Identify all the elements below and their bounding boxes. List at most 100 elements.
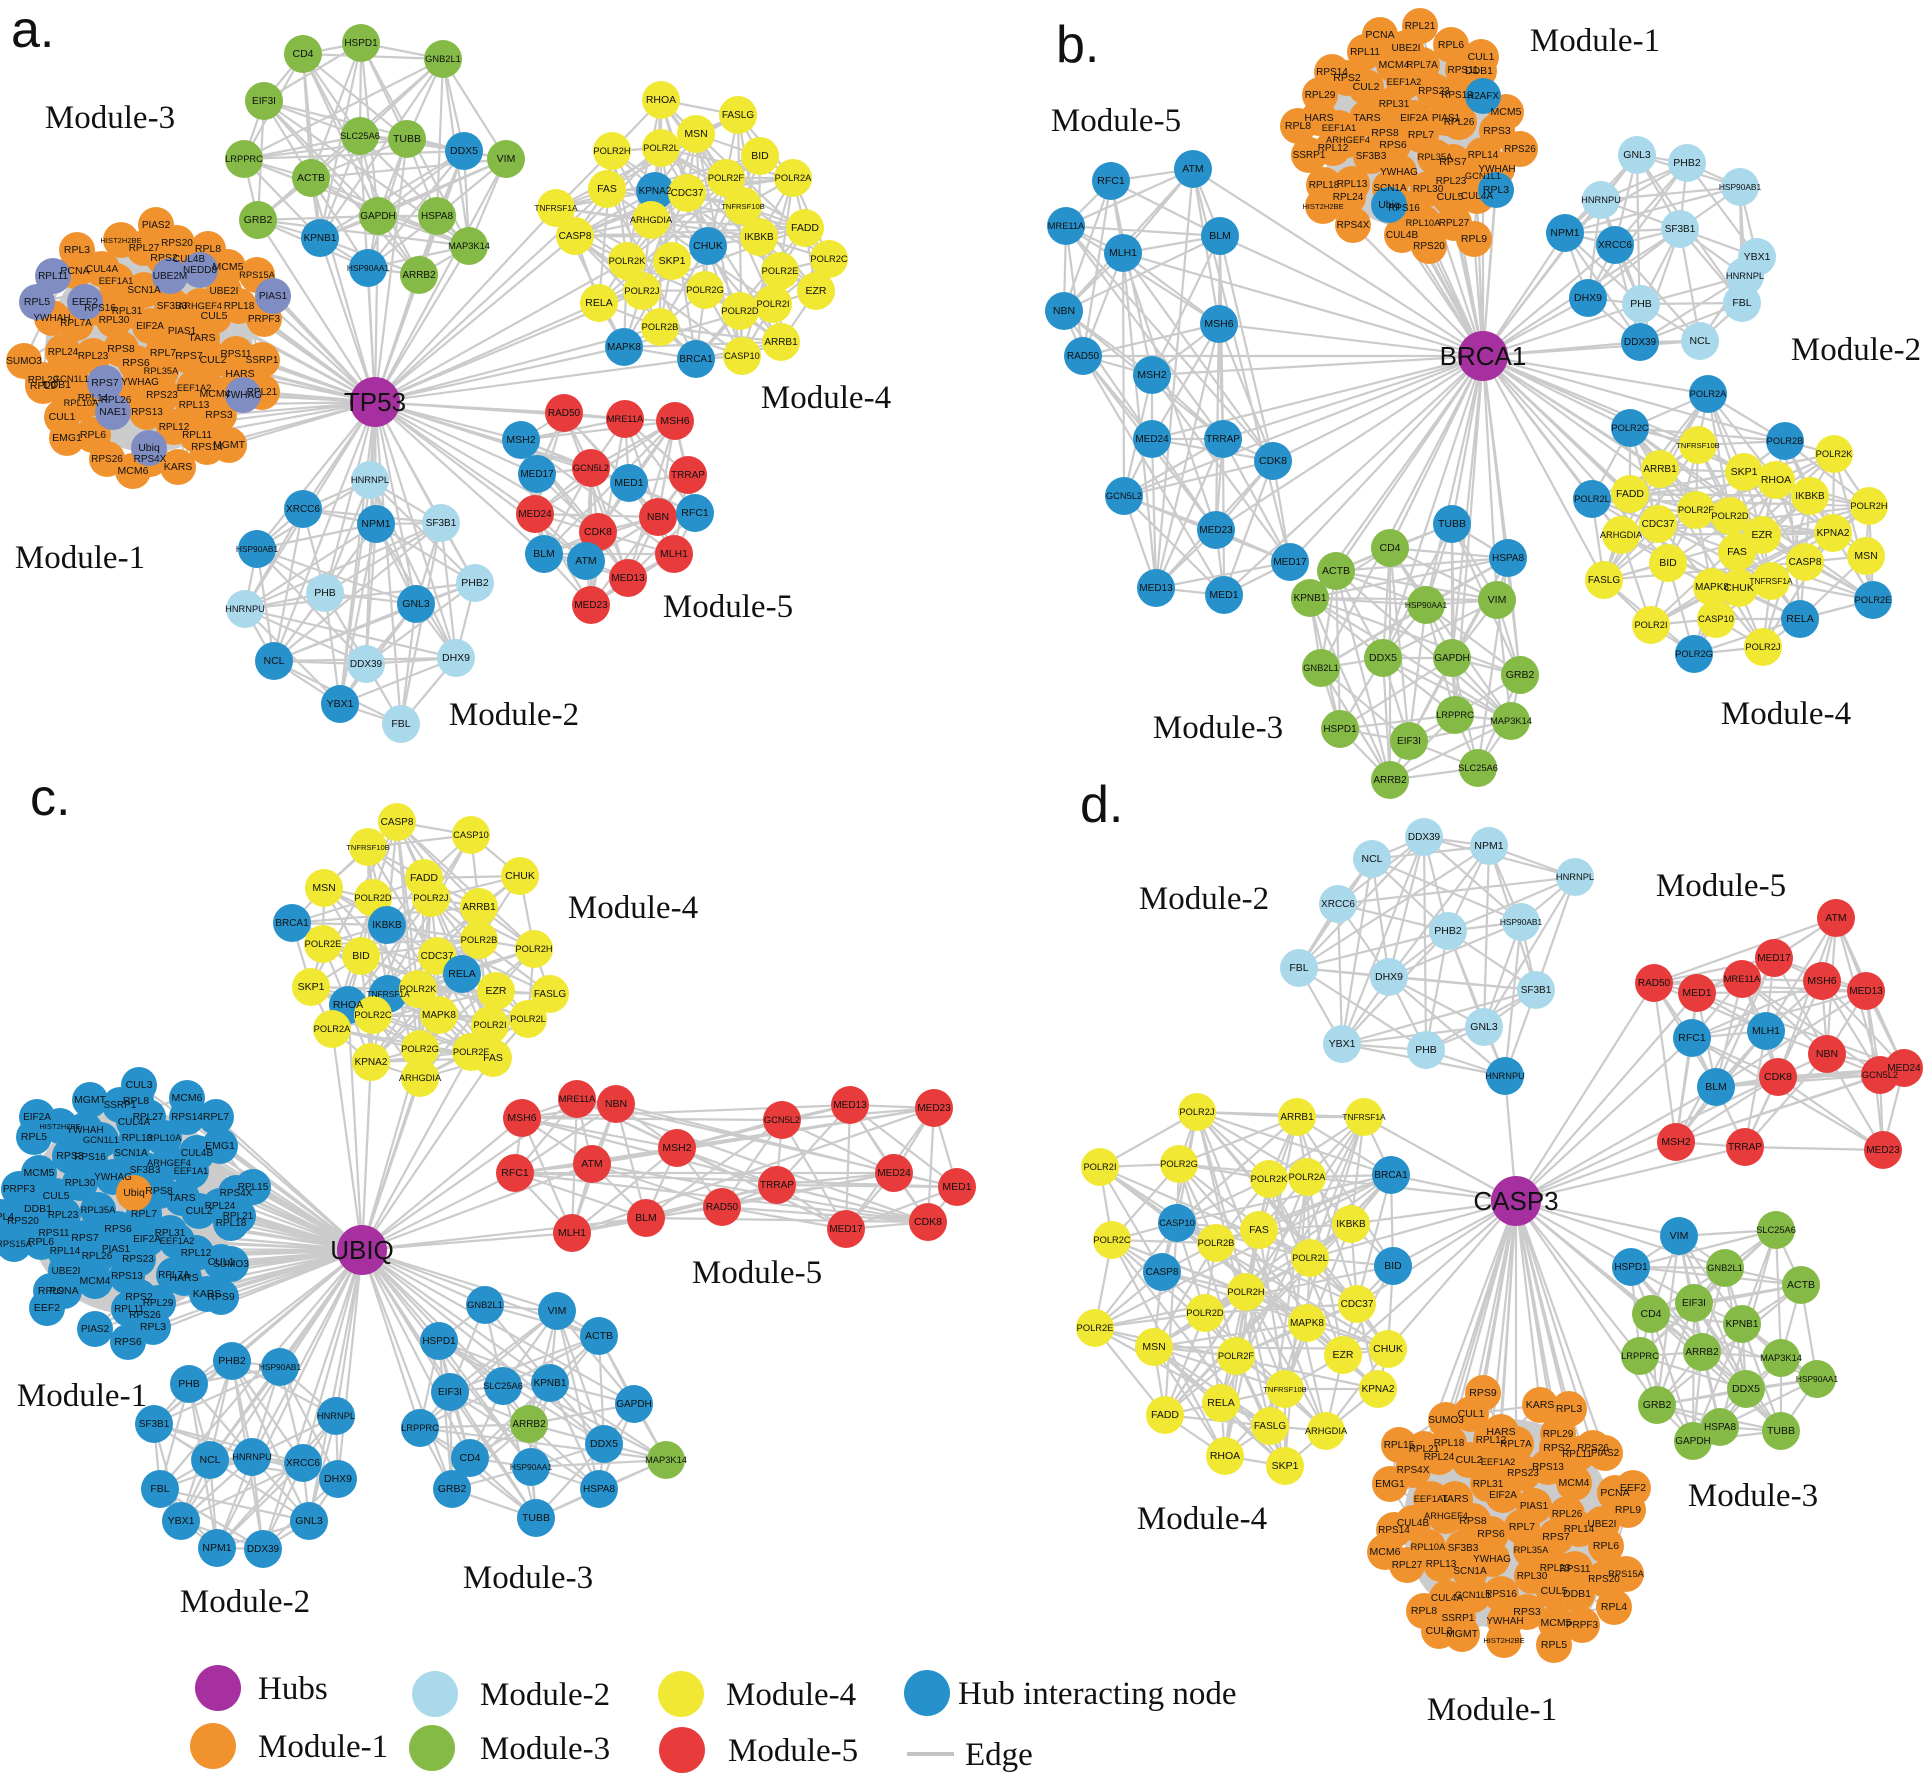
svg-text:RPL12: RPL12 [159,422,190,433]
svg-text:MAP3K14: MAP3K14 [1490,716,1532,726]
svg-text:Module-2: Module-2 [480,1677,610,1713]
svg-text:TUBB: TUBB [393,133,421,145]
svg-text:RPL30: RPL30 [1517,1571,1548,1582]
svg-text:RPL21: RPL21 [223,1211,254,1222]
svg-text:EIF3I: EIF3I [438,1387,462,1398]
svg-text:TUBB: TUBB [1438,518,1466,530]
svg-text:Module-1: Module-1 [1530,23,1660,59]
svg-text:FASLG: FASLG [1588,575,1620,586]
svg-text:HSPD1: HSPD1 [1323,724,1357,735]
svg-text:PCNA: PCNA [60,265,89,277]
svg-text:POLR2G: POLR2G [1675,649,1713,659]
svg-text:BRCA1: BRCA1 [275,918,309,929]
svg-text:RPL18: RPL18 [1309,180,1340,191]
svg-text:RPL14: RPL14 [1564,1524,1595,1535]
svg-text:RPL18: RPL18 [1434,1438,1465,1449]
svg-text:POLR2I: POLR2I [473,1020,506,1030]
svg-text:TARS: TARS [168,1192,195,1204]
svg-text:RPL8: RPL8 [1411,1605,1437,1617]
svg-text:RPL3: RPL3 [1483,184,1509,196]
svg-text:RPS13: RPS13 [1441,90,1473,101]
svg-text:HSPA8: HSPA8 [1492,553,1524,564]
svg-text:TNFRSF1A: TNFRSF1A [1342,1112,1386,1122]
svg-text:Hub interacting node: Hub interacting node [958,1676,1237,1712]
svg-text:RPS2: RPS2 [1543,1442,1571,1454]
svg-text:GNL3: GNL3 [402,598,430,610]
svg-text:ARHGEF4: ARHGEF4 [1424,1511,1468,1521]
svg-text:CASP8: CASP8 [381,817,414,828]
svg-text:LRPPRC: LRPPRC [401,1423,439,1433]
svg-text:Module-5: Module-5 [692,1255,822,1291]
svg-text:CDC37: CDC37 [1642,519,1675,530]
svg-text:RPS6: RPS6 [104,1223,132,1235]
svg-text:SKP1: SKP1 [1731,466,1758,478]
svg-text:PHB2: PHB2 [218,1355,246,1367]
svg-text:GNB2L1: GNB2L1 [1303,663,1339,673]
svg-text:HNRNPU: HNRNPU [232,1452,272,1462]
svg-text:FBL: FBL [1732,297,1751,309]
svg-text:RPS6: RPS6 [1379,139,1407,151]
svg-text:GCN1L1: GCN1L1 [1465,171,1501,181]
svg-text:NEDD8: NEDD8 [183,265,217,276]
svg-text:PRPF3: PRPF3 [3,1184,36,1195]
svg-text:RPL11: RPL11 [1350,47,1380,58]
svg-text:EMG1: EMG1 [205,1140,235,1152]
svg-text:ARHGEF4: ARHGEF4 [147,1158,191,1168]
svg-text:SLC25A6: SLC25A6 [1458,763,1498,773]
svg-text:c.: c. [30,769,70,827]
svg-text:FAS: FAS [1727,546,1747,558]
svg-text:RPL9: RPL9 [1615,1504,1641,1516]
svg-text:EIF3I: EIF3I [1397,736,1421,747]
svg-text:MED24: MED24 [877,1168,911,1179]
svg-text:MSN: MSN [684,128,707,140]
svg-text:ARHGDIA: ARHGDIA [399,1073,442,1083]
svg-text:MRE11A: MRE11A [1048,221,1085,231]
svg-text:RPL7A: RPL7A [158,1270,190,1281]
svg-text:RPL13: RPL13 [1337,179,1368,190]
svg-text:RPL29: RPL29 [143,1298,174,1309]
svg-text:MED13: MED13 [833,1100,867,1111]
svg-text:MED17: MED17 [1757,953,1791,964]
svg-text:RPL26: RPL26 [1444,117,1475,128]
svg-text:GNB2L1: GNB2L1 [467,1300,503,1310]
svg-text:RPL21: RPL21 [247,387,278,398]
svg-text:HSP90AB1: HSP90AB1 [259,1362,302,1372]
svg-text:MED17: MED17 [1273,557,1307,568]
svg-text:Module-4: Module-4 [568,890,698,926]
svg-text:RPS8: RPS8 [107,343,135,355]
svg-text:RPS11: RPS11 [1448,65,1479,76]
svg-text:HSP90AB1: HSP90AB1 [1500,917,1543,927]
svg-text:YWHAH: YWHAH [66,1125,103,1136]
svg-text:RPS7: RPS7 [1542,1531,1570,1543]
svg-text:EEF1A1: EEF1A1 [99,276,134,286]
svg-text:RPS26: RPS26 [129,1310,161,1321]
svg-text:Module-1: Module-1 [1427,1692,1557,1728]
svg-text:RPL4: RPL4 [1601,1601,1627,1613]
svg-text:POLR2B: POLR2B [1198,1238,1235,1248]
svg-text:RPL26: RPL26 [101,395,132,406]
svg-text:KPNB1: KPNB1 [1726,1319,1759,1330]
svg-text:MED1: MED1 [942,1181,971,1193]
svg-text:RPL23: RPL23 [1436,176,1467,187]
svg-text:Module-3: Module-3 [45,100,175,136]
svg-text:UBE2I: UBE2I [1392,43,1421,54]
svg-text:CD4: CD4 [459,1452,480,1464]
svg-text:RPS23: RPS23 [1507,1468,1539,1479]
svg-text:RPS15A: RPS15A [1608,1569,1644,1579]
svg-text:RPL14: RPL14 [50,1246,81,1257]
svg-text:POLR2E: POLR2E [762,266,799,276]
svg-text:DDX39: DDX39 [247,1544,280,1555]
svg-text:NAE1: NAE1 [99,406,127,418]
svg-text:CDK8: CDK8 [584,526,612,538]
svg-text:RPS3: RPS3 [1483,125,1511,137]
svg-text:VIM: VIM [548,1305,567,1317]
svg-text:EIF2A: EIF2A [23,1112,51,1123]
svg-text:MAPK8: MAPK8 [1290,1318,1324,1329]
svg-text:NPM1: NPM1 [1550,227,1579,239]
svg-text:RPL7: RPL7 [1509,1521,1535,1533]
svg-text:ACTB: ACTB [585,1330,613,1342]
svg-text:UBIQ: UBIQ [330,1235,394,1265]
svg-text:CDC37: CDC37 [671,188,704,199]
svg-text:EIF2A: EIF2A [1489,1490,1517,1501]
svg-text:RPS14: RPS14 [1378,1525,1410,1536]
